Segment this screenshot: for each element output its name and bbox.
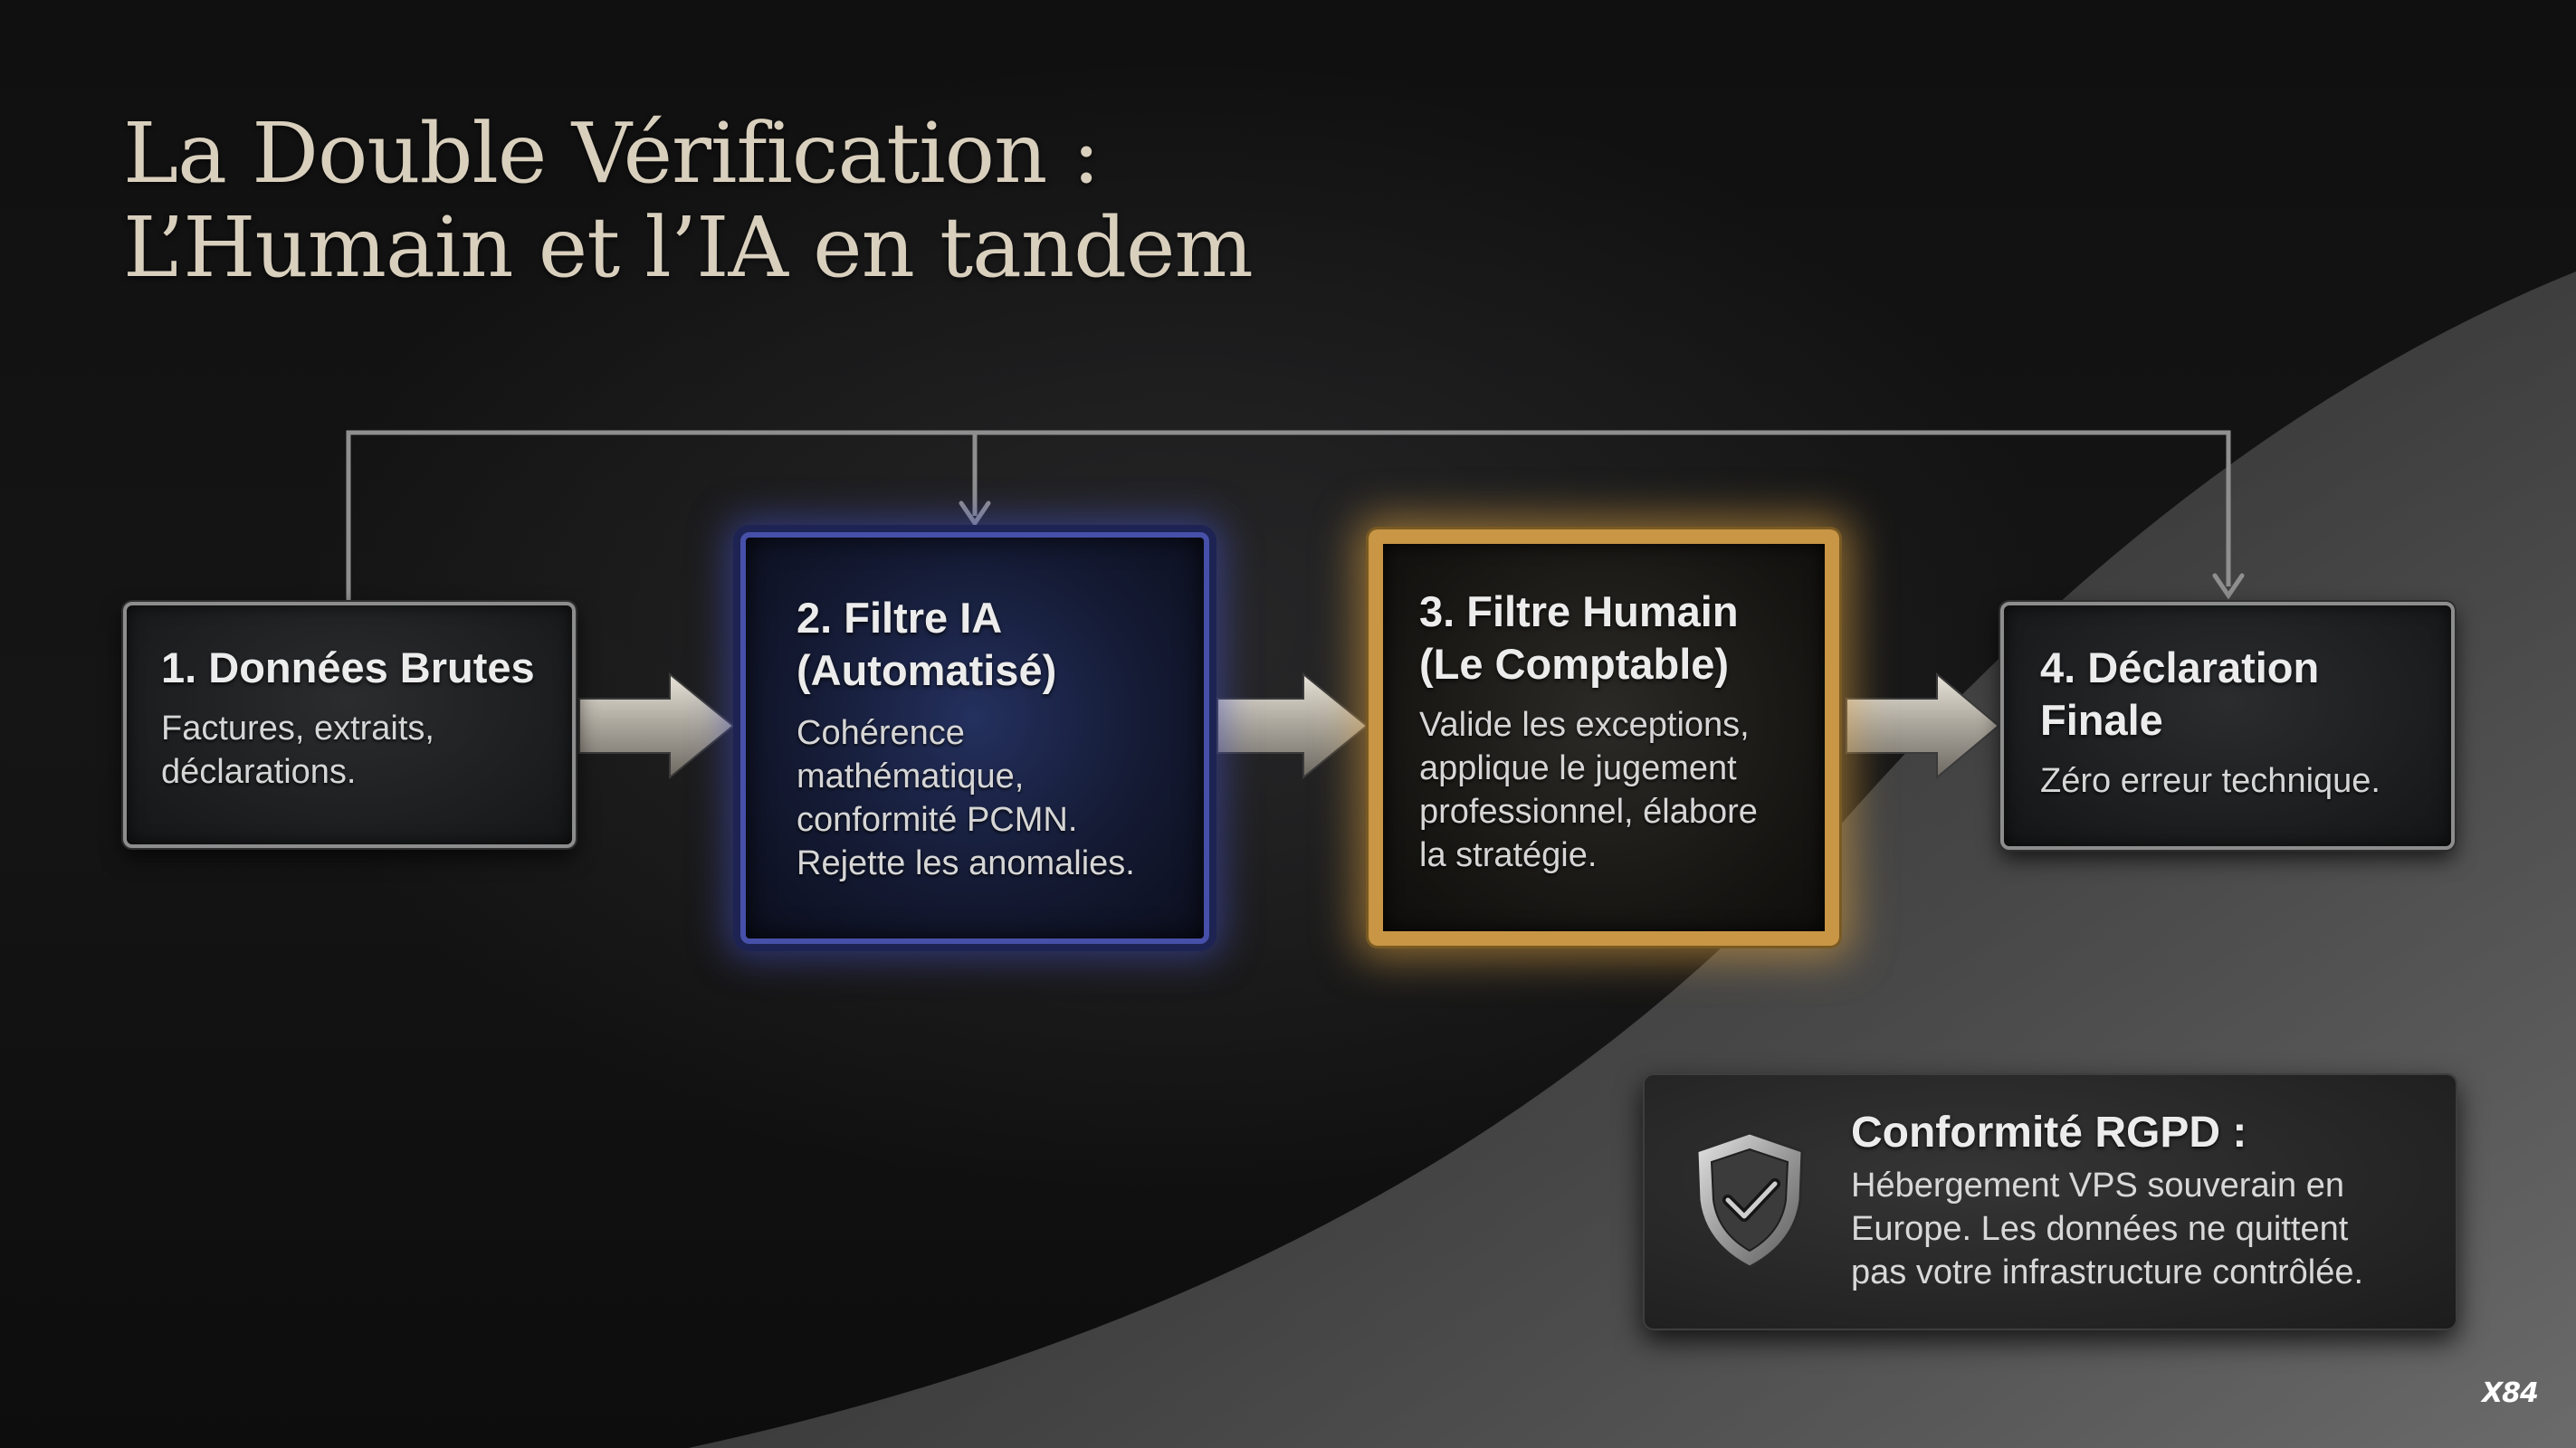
brand-logo: X84 (2482, 1377, 2539, 1409)
rgpd-body-line: Europe. Les données ne quittent (1851, 1210, 2349, 1248)
step-4-body: Zéro erreur technique. (2040, 762, 2380, 800)
step-2-body-line: Rejette les anomalies. (797, 844, 1135, 882)
step-3-body-line: Valide les exceptions, (1419, 706, 1750, 744)
step-raw-data: 1. Données Brutes Factures, extraits, dé… (123, 602, 576, 848)
step-final-declaration: 4. Déclaration Finale Zéro erreur techni… (2000, 602, 2455, 850)
shield-check-icon (1695, 1131, 1804, 1269)
rgpd-body: Hébergement VPS souverain en Europe. Les… (1851, 1164, 2439, 1294)
step-ai-filter: 2. Filtre IA (Automatisé) Cohérence math… (740, 532, 1209, 944)
feedback-arrowheads (959, 500, 2245, 600)
step-2-body: Cohérence mathématique, conformité PCMN.… (797, 711, 1164, 885)
step-3-body: Valide les exceptions, applique le jugem… (1419, 703, 1789, 877)
title-line-2: L’Humain et l’IA en tandem (123, 199, 1254, 296)
step-2-heading-line-1: 2. Filtre IA (797, 594, 1003, 642)
step-4-heading-line-1: 4. Déclaration (2040, 643, 2320, 691)
step-2-heading-line-2: (Automatisé) (797, 646, 1057, 694)
step-1-body: Factures, extraits, déclarations. (161, 710, 434, 791)
step-3-heading-line-2: (Le Comptable) (1419, 640, 1730, 688)
arrow-right-icon (1846, 672, 2000, 780)
step-2-heading: 2. Filtre IA (Automatisé) (797, 592, 1164, 697)
title-line-1: La Double Vérification : (123, 105, 1101, 202)
step-2-body-line: mathématique, (797, 757, 1025, 795)
step-human-filter: 3. Filtre Humain (Le Comptable) Valide l… (1369, 529, 1839, 946)
step-4-heading: 4. Déclaration Finale (2040, 642, 2424, 747)
step-3-body-line: la stratégie. (1419, 836, 1598, 874)
step-3-body-line: professionnel, élabore (1419, 793, 1758, 831)
rgpd-heading: Conformité RGPD : (1851, 1109, 2247, 1157)
step-4-heading-line-2: Finale (2040, 696, 2163, 744)
arrow-right-icon (578, 672, 735, 780)
rgpd-body-line: pas votre infrastructure contrôlée. (1851, 1253, 2364, 1291)
step-2-body-line: Cohérence (797, 714, 965, 752)
page-title: La Double Vérification : L’Humain et l’I… (123, 105, 1254, 296)
arrow-right-icon (1216, 672, 1369, 780)
step-3-heading: 3. Filtre Humain (Le Comptable) (1419, 586, 1789, 691)
step-3-body-line: applique le jugement (1419, 749, 1737, 787)
rgpd-body-line: Hébergement VPS souverain en (1851, 1167, 2344, 1205)
step-2-body-line: conformité PCMN. (797, 801, 1078, 839)
rgpd-compliance-card: Conformité RGPD : Hébergement VPS souver… (1643, 1073, 2457, 1330)
step-3-heading-line-1: 3. Filtre Humain (1419, 587, 1739, 635)
feedback-loop-line (346, 430, 2231, 602)
step-1-heading: 1. Données Brutes (161, 643, 535, 691)
